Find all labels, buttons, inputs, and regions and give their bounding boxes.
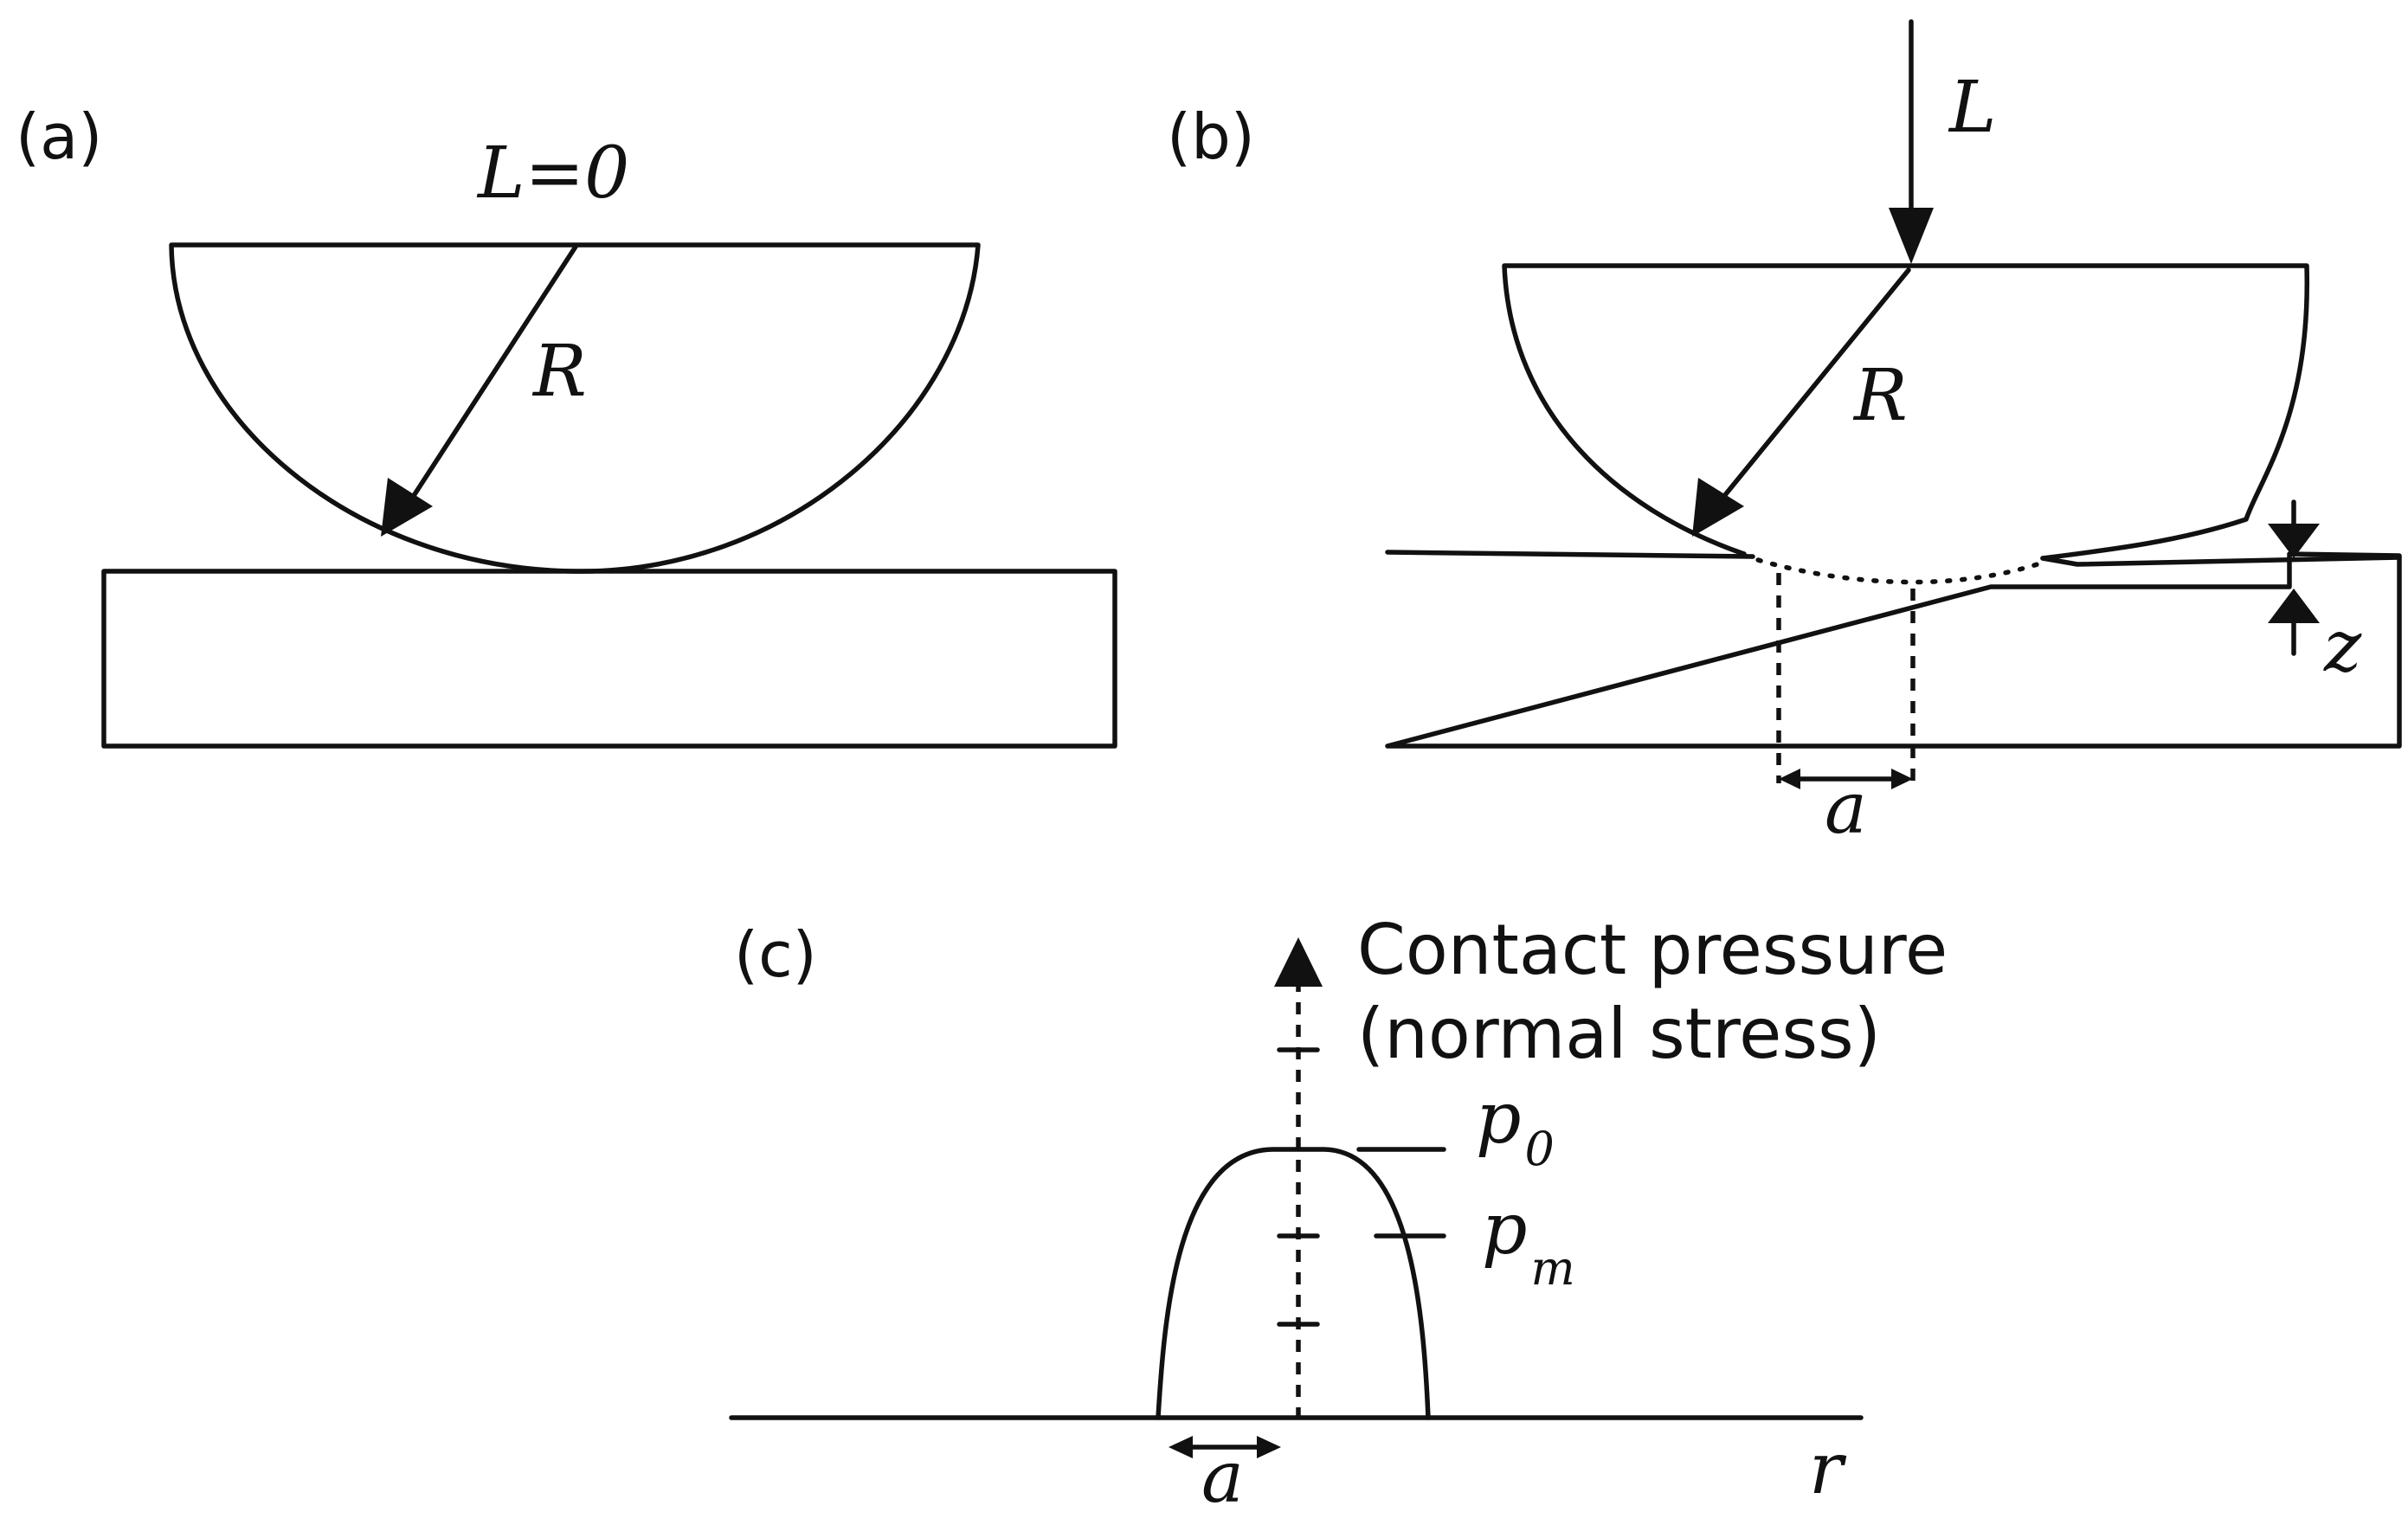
- panel-c-label: (c): [734, 918, 817, 991]
- panel-a-radius-arrowhead: [381, 478, 433, 537]
- panel-c-pressure-curve: [1156, 1147, 1431, 1420]
- panel-b-surface-pile: [2040, 555, 2402, 567]
- panel-c-axis-title-line2: (normal stress): [1357, 994, 1881, 1074]
- panel-b-load-label: L: [1948, 67, 1996, 149]
- panel-b-load-arrowhead: [1889, 208, 1934, 264]
- panel-a-substrate: [101, 569, 1117, 749]
- panel-b-depth-label: z: [2323, 606, 2362, 688]
- panel-b-depth-arrowhead-top: [2268, 524, 2320, 558]
- panel-c-pm-label: pm: [1482, 1188, 1575, 1296]
- panel-a: (a) L=0 R: [16, 100, 1117, 749]
- panel-a-radius-arrow: [404, 244, 578, 509]
- panel-c: (c) r Contact pressure (normal stress) p…: [729, 910, 1948, 1519]
- panel-a-load-label: L=0: [476, 132, 629, 215]
- panel-c-contact-arrowhead-left: [1169, 1436, 1193, 1458]
- panel-b: (b) L a z R: [1167, 19, 2402, 850]
- panel-c-contact-arrowhead-right: [1257, 1436, 1281, 1458]
- panel-b-contact-arrowhead-left: [1779, 769, 1800, 789]
- panel-b-contact-label: a: [1825, 768, 1867, 850]
- panel-c-r-label: r: [1809, 1428, 1847, 1510]
- panel-b-contact-arc: [1742, 553, 2045, 585]
- panel-c-p0-label: p0: [1476, 1078, 1555, 1176]
- panel-b-radius-label: R: [1852, 355, 1908, 437]
- panel-a-radius-label: R: [531, 331, 587, 413]
- panel-b-radius-arrow: [1718, 267, 1911, 503]
- panel-b-depth-arrowhead-bottom: [2268, 589, 2320, 623]
- panel-a-label: (a): [16, 100, 102, 173]
- panel-b-contact-arrowhead-right: [1891, 769, 1913, 789]
- panel-c-pressure-axis-arrowhead: [1274, 937, 1323, 987]
- panel-b-label: (b): [1167, 100, 1255, 173]
- panel-b-sphere: [1502, 263, 2310, 561]
- panel-c-axis-title-line1: Contact pressure: [1357, 910, 1948, 990]
- panel-b-radius-arrowhead: [1692, 478, 1744, 537]
- panel-c-contact-label: a: [1201, 1437, 1244, 1519]
